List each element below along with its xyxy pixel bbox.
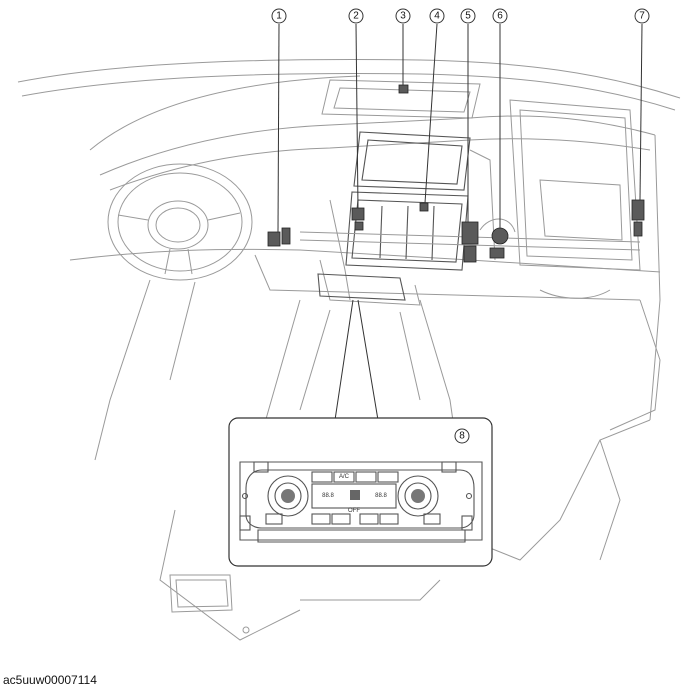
svg-text:1: 1 [276, 11, 282, 22]
svg-text:8: 8 [459, 431, 465, 442]
climate-panel-inset: 8 88.8 88.8 OFF A/C [228, 417, 493, 567]
callout-3: 3 [395, 8, 411, 24]
callout-6: 6 [492, 8, 508, 24]
component-6-motor [489, 227, 509, 259]
component-4-sensor [419, 202, 429, 212]
svg-text:OFF: OFF [348, 508, 360, 514]
callout-4: 4 [429, 8, 445, 24]
steering-column [94, 279, 196, 461]
steering-wheel [107, 163, 253, 281]
figure-id: ac5uuw00007114 [3, 673, 97, 687]
svg-text:6: 6 [497, 11, 503, 22]
component-7-sensor [631, 199, 645, 237]
callout-2: 2 [348, 8, 364, 24]
svg-text:5: 5 [465, 11, 471, 22]
svg-text:7: 7 [639, 11, 645, 22]
svg-text:2: 2 [353, 11, 359, 22]
center-display-outline [321, 79, 481, 119]
svg-text:4: 4 [434, 11, 440, 22]
callout-1: 1 [271, 8, 287, 24]
svg-text:88.8: 88.8 [375, 493, 387, 499]
svg-text:3: 3 [400, 11, 406, 22]
svg-text:A/C: A/C [339, 474, 350, 480]
dashboard-outline [69, 115, 661, 431]
component-3-sensor [398, 84, 409, 94]
callout-7: 7 [634, 8, 650, 24]
svg-text:88.8: 88.8 [322, 493, 334, 499]
windshield-outline [17, 59, 681, 151]
component-2-motor [351, 207, 365, 231]
center-stack-frame [319, 131, 496, 306]
component-8-control-location [317, 273, 406, 301]
callout-5: 5 [460, 8, 476, 24]
leader-lines [277, 23, 643, 421]
component-1-sensor [267, 227, 291, 247]
component-5-motor [461, 221, 479, 263]
